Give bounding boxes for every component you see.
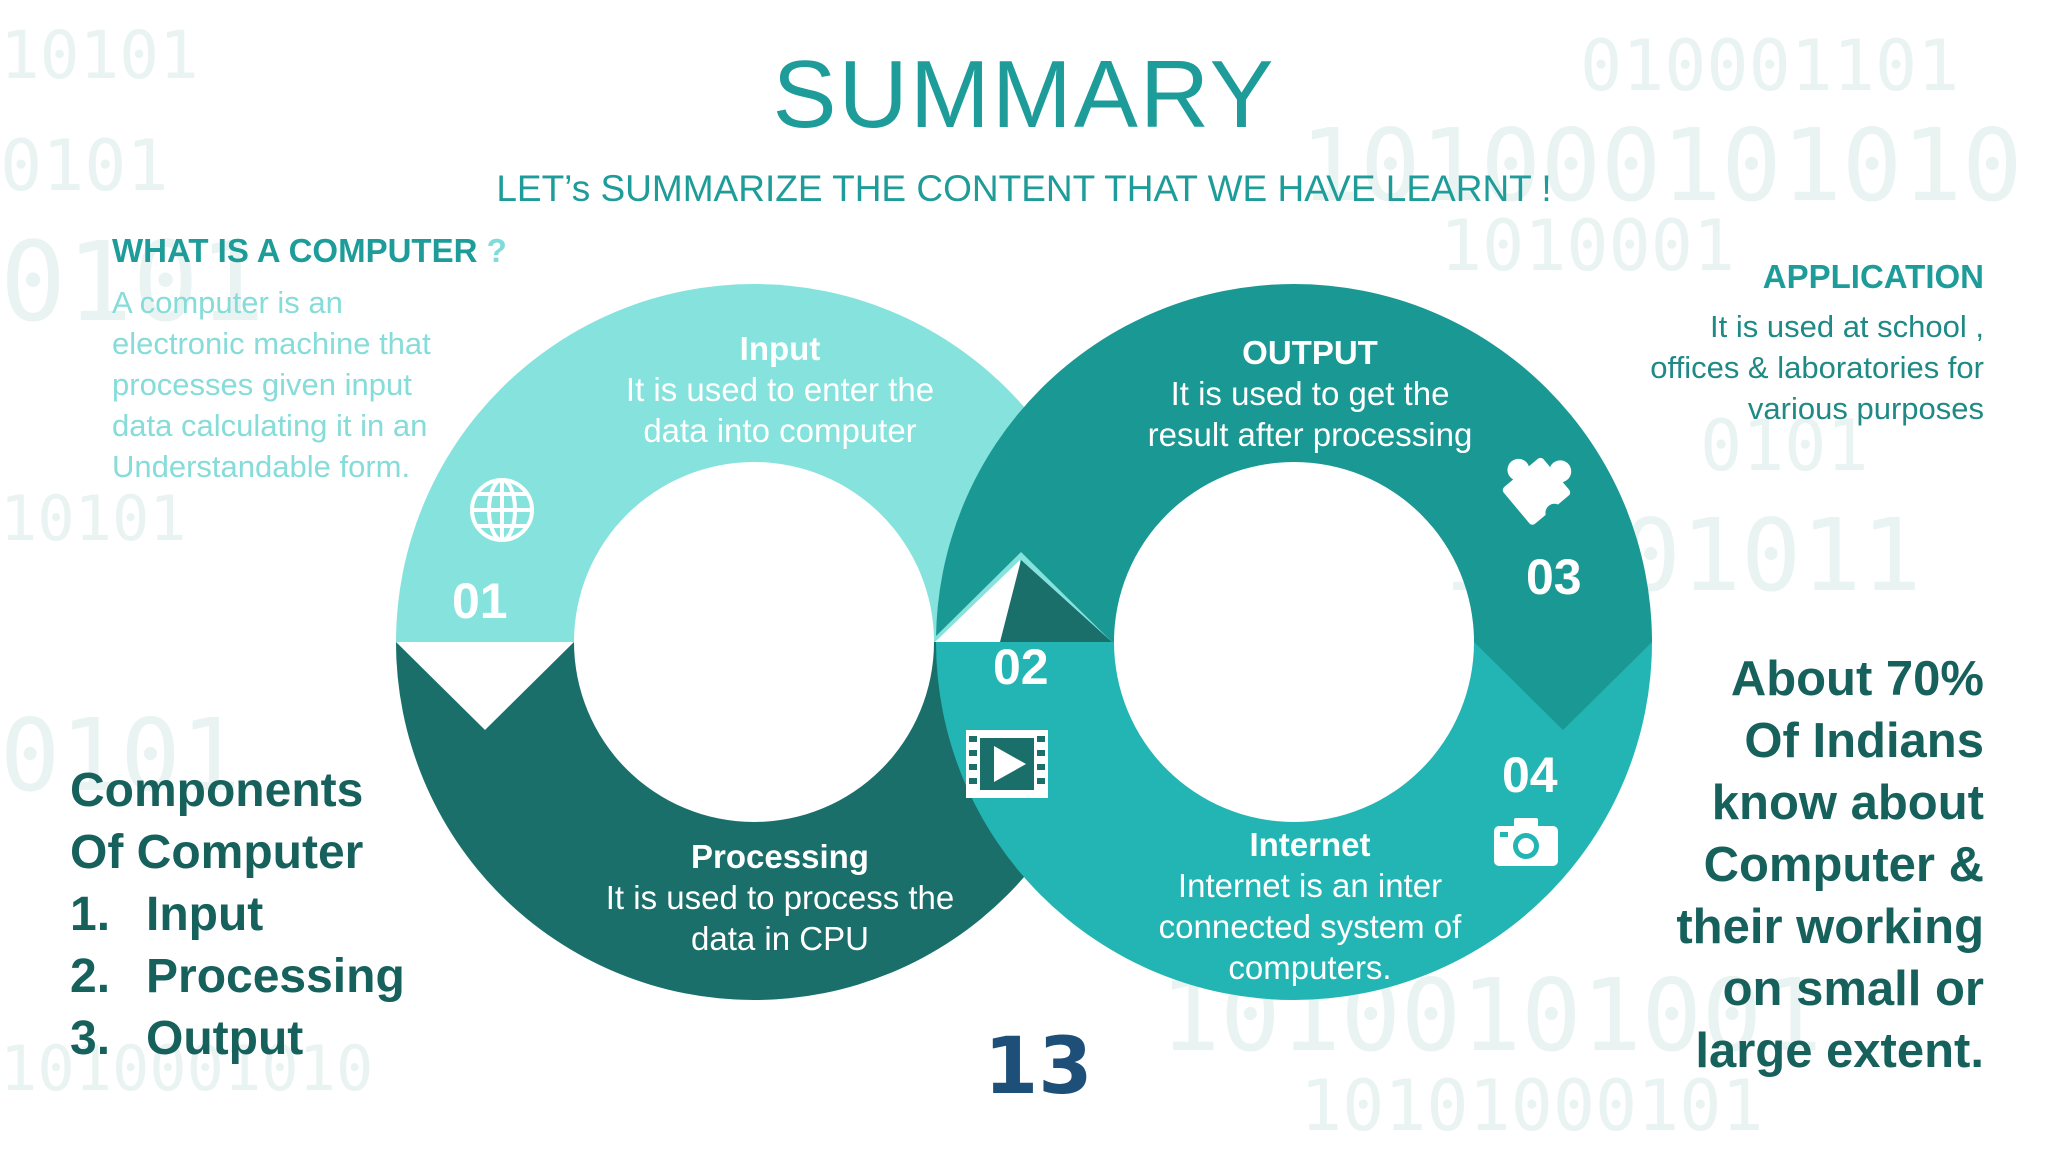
camera-icon bbox=[1494, 818, 1558, 866]
component-label: Input bbox=[146, 888, 264, 941]
components-heading-line: Of Computer bbox=[70, 826, 364, 879]
segment-04-line: computers. bbox=[1228, 949, 1392, 986]
segment-01-line: It is used to enter the bbox=[625, 371, 935, 408]
slide-title: SUMMARY bbox=[772, 41, 1276, 148]
video-icon bbox=[966, 730, 1048, 798]
what-line: Understandable form. bbox=[112, 449, 411, 484]
what-line: electronic machine that bbox=[112, 326, 431, 361]
segment-01-line: data into computer bbox=[643, 412, 917, 449]
segment-01-title: Input bbox=[739, 330, 821, 367]
what-is-computer-text: A computer is an electronic machine that… bbox=[112, 282, 492, 487]
segment-02-text: Processing It is used to process the dat… bbox=[560, 836, 1000, 959]
segment-03-line: It is used to get the bbox=[1170, 375, 1450, 412]
components-list: Components Of Computer 1. Input 2. Process… bbox=[70, 760, 405, 1070]
globe-icon bbox=[470, 478, 534, 542]
about-line: know about bbox=[1711, 776, 1984, 830]
bg-binary-text: 010001101 bbox=[1580, 25, 1959, 107]
page-number: 13 bbox=[984, 1022, 1093, 1112]
about-line: large extent. bbox=[1695, 1024, 1984, 1078]
application-line: offices & laboratories for bbox=[1650, 350, 1984, 385]
segment-01-number: 01 bbox=[452, 573, 508, 629]
bg-binary-text: 10101 bbox=[0, 482, 187, 555]
segment-03-number: 03 bbox=[1526, 549, 1582, 605]
component-item: 3. Output bbox=[70, 1008, 405, 1070]
segment-03-line: result after processing bbox=[1147, 416, 1473, 453]
component-item: 1. Input bbox=[70, 884, 405, 946]
segment-04-number: 04 bbox=[1502, 747, 1558, 803]
segment-02-line: It is used to process the bbox=[605, 879, 955, 916]
bg-binary-text: 10101000101 bbox=[1300, 1065, 1764, 1147]
segment-03-arrow bbox=[1474, 642, 1652, 730]
segment-02-number: 02 bbox=[993, 639, 1049, 695]
segment-04-title: Internet bbox=[1249, 826, 1371, 863]
about-statement: About 70% Of Indians know about Computer… bbox=[1564, 648, 1984, 1082]
segment-02-title: Processing bbox=[691, 838, 869, 875]
about-line: Of Indians bbox=[1744, 714, 1984, 768]
segment-02-shape bbox=[396, 560, 1112, 1000]
segment-03-title: OUTPUT bbox=[1242, 334, 1378, 371]
application-heading: APPLICATION bbox=[1762, 258, 1984, 295]
application-line: It is used at school , bbox=[1710, 309, 1984, 344]
bg-binary-text: 0101 bbox=[0, 125, 169, 207]
bg-binary-text: 1010001010 bbox=[0, 1032, 373, 1105]
segment-03-text: OUTPUT It is used to get the result afte… bbox=[1100, 332, 1520, 455]
segment-04-shape bbox=[936, 642, 1652, 1000]
segment-04-line: connected system of bbox=[1158, 908, 1462, 945]
puzzle-icon bbox=[1502, 457, 1572, 525]
segment-04-text: Internet Internet is an inter connected … bbox=[1100, 824, 1520, 988]
component-number: 1. bbox=[70, 888, 111, 941]
bg-binary-text: 0101 bbox=[1700, 405, 1869, 487]
component-number: 3. bbox=[70, 1012, 111, 1065]
segment-02-line: data in CPU bbox=[691, 920, 869, 957]
bg-binary-text: 101000101010 bbox=[1300, 107, 2022, 224]
what-line: data calculating it in an bbox=[112, 408, 428, 443]
bg-binary-text: 0101 bbox=[0, 697, 241, 814]
component-number: 2. bbox=[70, 950, 111, 1003]
about-line: Computer & bbox=[1703, 838, 1984, 892]
segment-04-line: Internet is an inter bbox=[1177, 867, 1443, 904]
components-heading-line: Components bbox=[70, 764, 364, 817]
application-line: various purposes bbox=[1747, 391, 1984, 426]
slide-subtitle: LET’s SUMMARIZE THE CONTENT THAT WE HAVE… bbox=[496, 168, 1552, 209]
what-heading-mark: ? bbox=[486, 232, 507, 269]
component-label: Output bbox=[146, 1012, 304, 1065]
bg-binary-text: 0101 bbox=[0, 218, 265, 346]
component-item: 2. Processing bbox=[70, 946, 405, 1008]
what-line: processes given input bbox=[112, 367, 412, 402]
segment-01-text: Input It is used to enter the data into … bbox=[570, 328, 990, 451]
what-line: A computer is an bbox=[112, 285, 343, 320]
component-label: Processing bbox=[146, 950, 405, 1003]
what-is-computer-heading: WHAT IS A COMPUTER ? bbox=[112, 232, 507, 270]
bg-binary-text: 1010001 bbox=[1440, 205, 1735, 287]
bg-binary-text: 10101 bbox=[0, 17, 199, 94]
about-line: About 70% bbox=[1730, 652, 1984, 706]
about-line: their working bbox=[1676, 900, 1984, 954]
about-line: on small or bbox=[1722, 962, 1984, 1016]
segment-03-shape bbox=[936, 284, 1652, 730]
application-text: It is used at school , offices & laborat… bbox=[1564, 306, 1984, 429]
what-heading-text: WHAT IS A COMPUTER bbox=[112, 232, 478, 269]
